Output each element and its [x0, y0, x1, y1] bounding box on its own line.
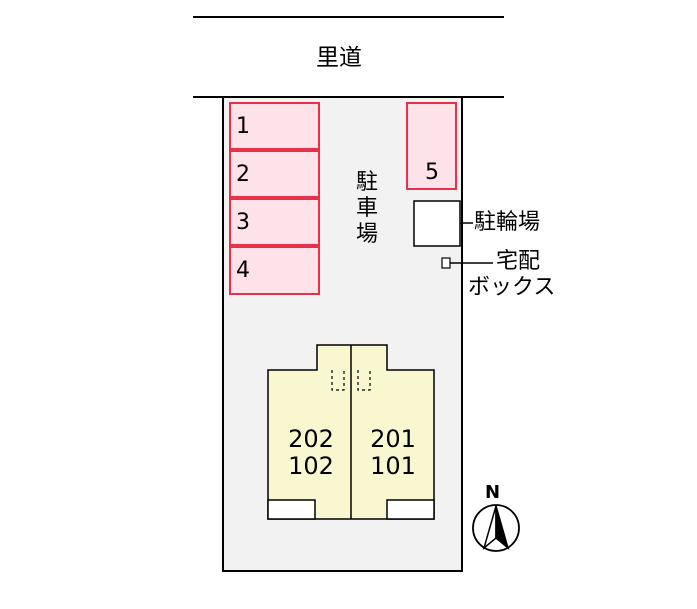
road-label: 里道 [316, 45, 362, 71]
parking-space-number: 2 [236, 162, 250, 187]
balcony-right [386, 499, 435, 520]
unit-upper-number: 202 [288, 425, 334, 453]
parking-space-5-box [406, 102, 457, 190]
parking-space-3-box [229, 198, 320, 246]
parking-space-number: 5 [425, 160, 439, 185]
parking-area-label: 駐 車 場 [355, 170, 379, 248]
parking-space-1-box [229, 102, 320, 150]
unit-label-right: 201 101 [353, 426, 433, 480]
bike-parking-box [413, 200, 461, 247]
compass-north-label: N [485, 482, 501, 503]
compass-icon [472, 504, 520, 552]
balcony-left [267, 499, 316, 520]
parking-label-char-2: 車 [355, 196, 378, 221]
unit-lower-number: 102 [288, 452, 334, 480]
delivery-box-label-line1: 宅配 [496, 249, 541, 274]
stair-left-dashed [331, 370, 345, 391]
parking-space-number: 1 [236, 114, 250, 139]
unit-lower-number: 101 [370, 452, 416, 480]
parking-label-char-3: 場 [355, 222, 378, 247]
parking-label-char-1: 駐 [355, 170, 378, 195]
unit-upper-number: 201 [370, 425, 416, 453]
stair-right-dashed [357, 370, 371, 391]
parking-space-number: 3 [236, 210, 250, 235]
delivery-box-marker [441, 257, 451, 269]
bike-parking-label: 駐輪場 [474, 210, 541, 235]
parking-space-4-box [229, 246, 320, 295]
parking-space-number: 4 [236, 258, 250, 283]
unit-label-left: 202 102 [271, 426, 351, 480]
delivery-box-label-line2: ボックス [468, 275, 556, 300]
parking-space-2-box [229, 150, 320, 198]
